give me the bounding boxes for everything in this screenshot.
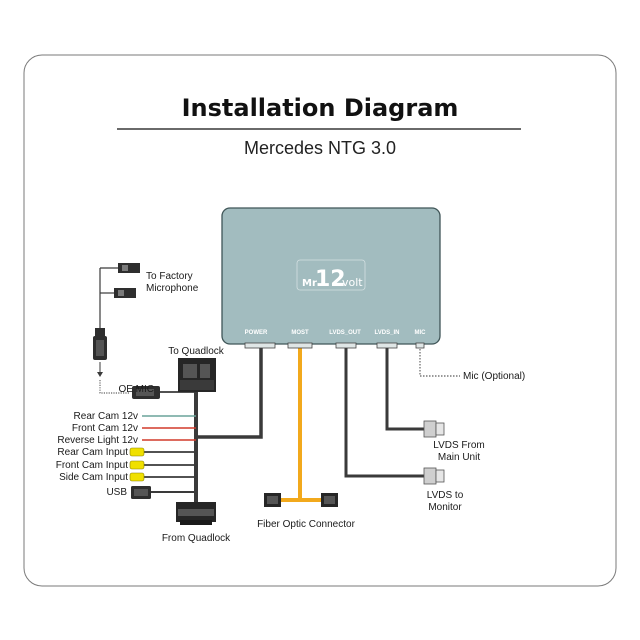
- side-cam-rca-connector: [129, 472, 145, 482]
- fiber-connector-right: [321, 493, 338, 507]
- label-lvds-to: LVDS to: [427, 490, 464, 501]
- lvds-out-port: [335, 342, 357, 349]
- label-microphone: Microphone: [146, 283, 199, 294]
- page-subtitle: Mercedes NTG 3.0: [244, 138, 396, 158]
- label-to-quadlock: To Quadlock: [168, 346, 225, 357]
- lvds-in-cable: [385, 345, 424, 431]
- oe-mic-plug: [132, 386, 160, 399]
- label-rear-cam-input: Rear Cam Input: [57, 447, 128, 458]
- port-label-lvds-out: LVDS_OUT: [329, 330, 361, 336]
- label-to-factory: To Factory: [146, 271, 193, 282]
- lvds-out-cable: [344, 345, 424, 478]
- label-reverse-light-12v: Reverse Light 12v: [57, 435, 138, 446]
- logo-prefix: Mr: [302, 278, 317, 289]
- to-quadlock-connector: [178, 358, 216, 392]
- mic-dotted-link: [99, 380, 130, 394]
- label-from-quadlock: From Quadlock: [162, 533, 231, 544]
- mic-port: [415, 342, 425, 349]
- label-oe-mic: OE MIC: [118, 384, 154, 395]
- label-side-cam-input: Side Cam Input: [59, 472, 128, 483]
- port-label-most: MOST: [291, 330, 309, 336]
- label-front-cam-input: Front Cam Input: [56, 460, 128, 471]
- port-label-mic: MIC: [415, 330, 427, 336]
- label-lvds-from: LVDS From: [433, 440, 485, 451]
- video-interface-box: [221, 207, 441, 345]
- power-cable: [196, 345, 263, 439]
- mic-optional-line: [419, 346, 460, 377]
- label-rear-cam-12v: Rear Cam 12v: [74, 411, 138, 422]
- power-port: [244, 342, 276, 349]
- fiber-connector-left: [264, 493, 281, 507]
- label-monitor: Monitor: [428, 502, 462, 513]
- factory-mic-connector-top: [118, 263, 140, 273]
- label-fiber-optic-connector: Fiber Optic Connector: [257, 519, 355, 530]
- logo-suffix: volt: [342, 276, 363, 289]
- front-cam-rca-connector: [129, 460, 145, 470]
- factory-mic-connector-bottom: [114, 288, 136, 298]
- mr12volt-logo: Mr 12 volt: [296, 259, 366, 292]
- mic-plug-connector: [93, 328, 107, 360]
- page-title: Installation Diagram: [182, 94, 459, 122]
- logo-frame: [296, 259, 366, 291]
- most-port: [287, 342, 313, 349]
- label-mic-optional: Mic (Optional): [463, 371, 525, 382]
- lvds-from-main-connector: [423, 420, 445, 438]
- from-quadlock-connector: [176, 502, 216, 525]
- rear-cam-rca-connector: [129, 447, 145, 457]
- port-label-power: POWER: [245, 330, 268, 336]
- lvds-to-monitor-connector: [423, 467, 445, 485]
- label-main-unit: Main Unit: [438, 452, 480, 463]
- mic-arrow-head: [97, 372, 103, 377]
- label-usb: USB: [106, 487, 127, 498]
- lvds-in-port: [376, 342, 398, 349]
- logo-number: 12: [315, 267, 346, 292]
- label-front-cam-12v: Front Cam 12v: [72, 423, 138, 434]
- port-label-lvds-in: LVDS_IN: [375, 330, 400, 336]
- usb-plug: [131, 486, 151, 499]
